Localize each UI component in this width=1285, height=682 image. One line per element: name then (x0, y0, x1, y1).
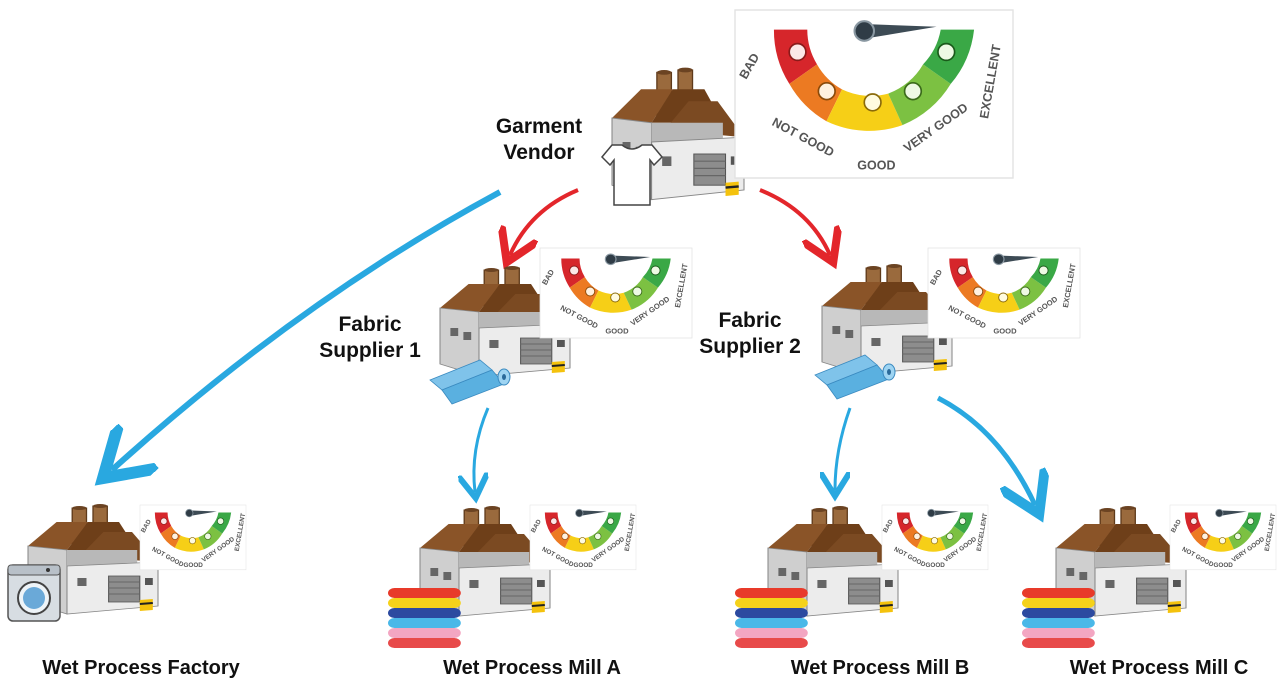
fabric-supplier-2-label: Fabric Supplier 2 (680, 308, 820, 361)
rating-gauge-wet-process-factory: BAD NOT GOOD GOOD VERY GOOD EXCELLENT (139, 504, 247, 571)
garment-vendor-label: Garment Vendor (476, 114, 602, 167)
towels-icon (388, 588, 461, 648)
fabric-supplier-2-label-line2: Supplier 2 (699, 335, 801, 359)
fabric-supplier-2-label-line1: Fabric (718, 309, 782, 332)
mill-a-node: BAD NOT GOOD GOOD VERY GOOD EXCELLENT (388, 504, 637, 648)
garment-vendor-node: BAD NOT GOOD GOOD VERY GOOD EXCELLENT (600, 8, 1015, 206)
svg-text:GOOD: GOOD (993, 327, 1017, 336)
rating-gauge-vendor: BAD NOT GOOD GOOD VERY GOOD EXCELLENT (733, 8, 1015, 180)
arrow-supplier-1-to-mill-a (474, 407, 488, 492)
mill-c-node: BAD NOT GOOD GOOD VERY GOOD EXCELLENT (1022, 504, 1277, 648)
wet-process-factory-node: BAD NOT GOOD GOOD VERY GOOD EXCELLENT (7, 502, 247, 622)
fabric-supplier-1-node: BAD NOT GOOD GOOD VERY GOOD EXCELLENT (429, 247, 693, 405)
svg-text:GOOD: GOOD (1213, 562, 1233, 569)
mill-c-label: Wet Process Mill C (1069, 657, 1249, 679)
rating-gauge-mill-b: BAD NOT GOOD GOOD VERY GOOD EXCELLENT (881, 504, 989, 571)
arrow-vendor-to-supplier-1 (510, 188, 579, 255)
fabric-supplier-2-node: BAD NOT GOOD GOOD VERY GOOD EXCELLENT (814, 247, 1081, 400)
svg-text:GOOD: GOOD (925, 562, 945, 569)
fabric-supplier-1-label: Fabric Supplier 1 (300, 312, 440, 365)
svg-text:GOOD: GOOD (605, 327, 629, 336)
mill-b-node: BAD NOT GOOD GOOD VERY GOOD EXCELLENT (735, 504, 989, 648)
rating-gauge-mill-c: BAD NOT GOOD GOOD VERY GOOD EXCELLENT (1169, 504, 1277, 571)
towels-icon (735, 588, 808, 648)
washing-machine-icon (7, 564, 61, 622)
svg-text:GOOD: GOOD (857, 159, 895, 173)
towels-icon (1022, 588, 1095, 648)
mill-a-label: Wet Process Mill A (443, 657, 621, 679)
tshirt-icon (600, 144, 664, 206)
mill-b-label: Wet Process Mill B (790, 657, 970, 679)
garment-vendor-label-line1: Garment (495, 115, 583, 138)
garment-vendor-label-line2: Vendor (503, 141, 575, 165)
arrow-supplier-2-to-mill-b (835, 407, 852, 490)
fabric-supplier-1-label-line1: Fabric (338, 313, 402, 336)
arrow-vendor-to-supplier-2 (759, 188, 830, 255)
wet-process-factory-label: Wet Process Factory (42, 657, 240, 679)
arrow-vendor-to-wet-process-factory (112, 189, 502, 470)
svg-text:GOOD: GOOD (573, 562, 593, 569)
fabric-supplier-1-label-line2: Supplier 1 (319, 339, 421, 363)
arrow-supplier-2-to-mill-c (936, 395, 1035, 505)
rating-gauge-supplier-1: BAD NOT GOOD GOOD VERY GOOD EXCELLENT (539, 247, 693, 339)
rating-gauge-mill-a: BAD NOT GOOD GOOD VERY GOOD EXCELLENT (529, 504, 637, 571)
rating-gauge-supplier-2: BAD NOT GOOD GOOD VERY GOOD EXCELLENT (927, 247, 1081, 339)
svg-text:GOOD: GOOD (183, 562, 203, 569)
